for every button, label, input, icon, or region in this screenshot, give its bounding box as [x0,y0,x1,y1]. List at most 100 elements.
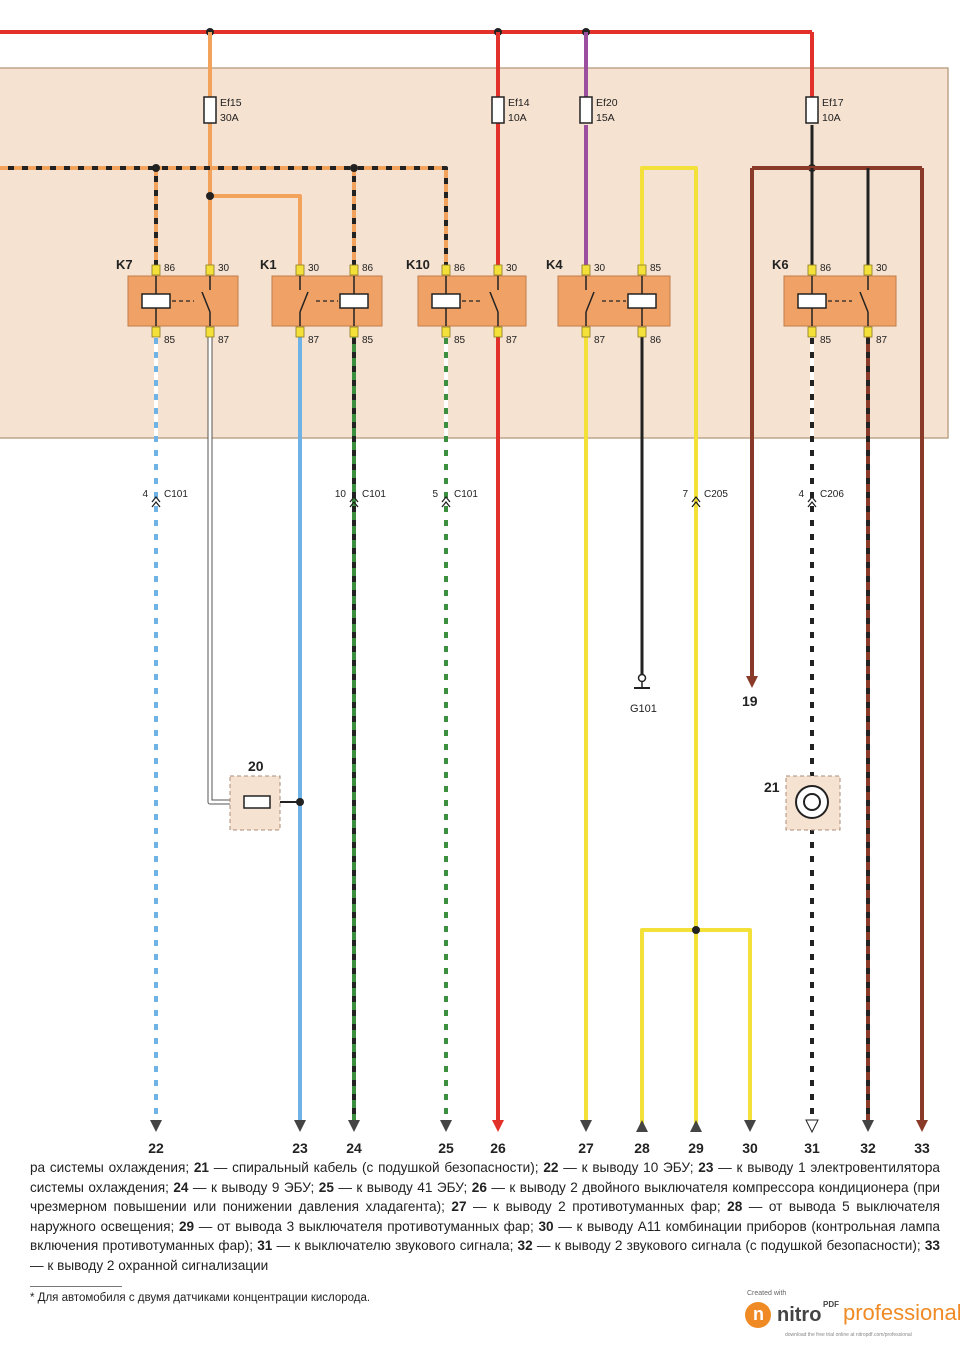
connector-pin: 5 [432,489,438,500]
brand-logo-letter: n [753,1304,764,1324]
fuse-id: Ef17 [822,97,844,109]
relay-pin: 85 [820,335,832,346]
brand-pdf: PDF [823,1300,839,1309]
relay-pin: 85 [164,335,176,346]
nitro-brand: Created with n nitro PDF professional do… [745,1290,960,1350]
caption-ref-32: 32 [517,1238,533,1254]
footnote: * Для автомобиля с двумя датчиками конце… [30,1292,371,1304]
caption-ref-25: 25 [318,1179,334,1195]
caption-text: — к выводу 2 звукового сигнала (с подушк… [532,1238,925,1254]
relay-pin: 86 [820,263,832,274]
relay-pin: 85 [454,335,466,346]
terminal-26-label: 26 [490,1140,506,1156]
relay-pin: 30 [876,263,888,274]
relay-name: K1 [260,257,277,272]
caption-text: — к выводу А11 комбинации приборов (конт… [30,1218,940,1254]
caption-ref-28: 28 [727,1199,743,1215]
wiring-diagram: G101 20 21 19 Ef1530AEf1410AEf2015AEf171… [0,28,949,1156]
relay-pin: 30 [594,263,606,274]
terminal-23-label: 23 [292,1140,308,1156]
connector-pin: 7 [682,489,688,500]
footnote-rule [30,1286,122,1287]
caption-ref-21: 21 [193,1160,209,1175]
caption-ref-29: 29 [178,1218,195,1234]
caption-text: — от вывода 5 выключателя наружного осве… [30,1199,940,1234]
relay-pin: 30 [218,263,230,274]
caption-ref-33: 33 [924,1238,940,1254]
fuse-id: Ef20 [596,97,618,109]
terminal-19-label: 19 [742,693,758,709]
component-21: 21 [764,775,841,831]
ground-label: G101 [630,703,657,715]
ground-symbol: G101 [630,673,657,715]
caption-text: ра системы охлаждения; [30,1160,194,1175]
connector-name: C205 [704,489,728,500]
terminal-31-label: 31 [804,1140,820,1156]
relay-pin: 87 [218,335,230,346]
caption-text: — к выводу 9 ЭБУ; [188,1179,319,1195]
terminal-25-label: 25 [438,1140,454,1156]
connector-pin: 10 [335,489,347,500]
relay-pin: 87 [308,335,320,346]
terminal-27-label: 27 [578,1140,594,1156]
power-bus [0,28,814,100]
relay-pin: 87 [594,335,606,346]
relay-pin: 30 [506,263,518,274]
fuse-ef20: Ef20 15A [579,96,618,124]
relay-k10: K10 86 30 85 87 [406,257,527,346]
caption-ref-24: 24 [173,1179,189,1195]
connector-name: C101 [454,489,478,500]
caption-text: — к выводу 1 электровентилятора системы … [30,1160,940,1195]
relay-name: K6 [772,257,789,272]
relay-pin: 87 [506,335,518,346]
relay-pin: 86 [454,263,466,274]
terminal-28-label: 28 [634,1140,650,1156]
terminal-30-label: 30 [742,1140,758,1156]
caption-text: — от вывода 3 выключателя противотуманны… [194,1218,539,1234]
connector-name: C101 [164,489,188,500]
wires [0,32,924,1125]
fuse-rating: 15A [596,112,615,124]
caption-text: — к выводу 2 двойного выключателя компре… [30,1179,940,1215]
connector-name: C101 [362,489,386,500]
relay-pin: 86 [362,263,374,274]
fuse-ef14: Ef14 10A [491,96,530,124]
relay-name: K4 [546,257,563,272]
caption-ref-27: 27 [451,1199,467,1215]
terminal-32-label: 32 [860,1140,876,1156]
fuse-id: Ef14 [508,97,530,109]
caption-ref-22: 22 [543,1160,559,1175]
brand-tagline: download the free trial online at nitrop… [785,1332,912,1338]
connector-name: C206 [820,489,844,500]
component-21-label: 21 [764,779,780,795]
caption-text: — к выключателю звукового сигнала; [272,1238,518,1254]
caption-ref-26: 26 [471,1179,487,1195]
caption-text: — к выводу 2 противотуманных фар; [466,1199,728,1215]
caption-text: — спиральный кабель (с подушкой безопасн… [209,1160,544,1175]
terminal-33-label: 33 [914,1140,930,1156]
fuse-rating: 30A [220,112,239,124]
relay-pin: 86 [650,335,662,346]
caption: ра системы охлаждения; 21 — спиральный к… [30,1158,940,1276]
caption-ref-31: 31 [257,1238,273,1254]
connector-c101-5: 5 C101 [432,489,478,508]
relay-name: K10 [406,257,430,272]
nitro-logo-icon: n [745,1302,771,1328]
fuse-rating: 10A [508,112,527,124]
brand-name: nitro [777,1304,822,1326]
terminal-22-label: 22 [148,1140,164,1156]
caption-text: — к выводу 2 охранной сигнализации [30,1257,269,1273]
brand-edition: professional [843,1300,960,1325]
connector-c101-10: 10 C101 [335,489,386,508]
